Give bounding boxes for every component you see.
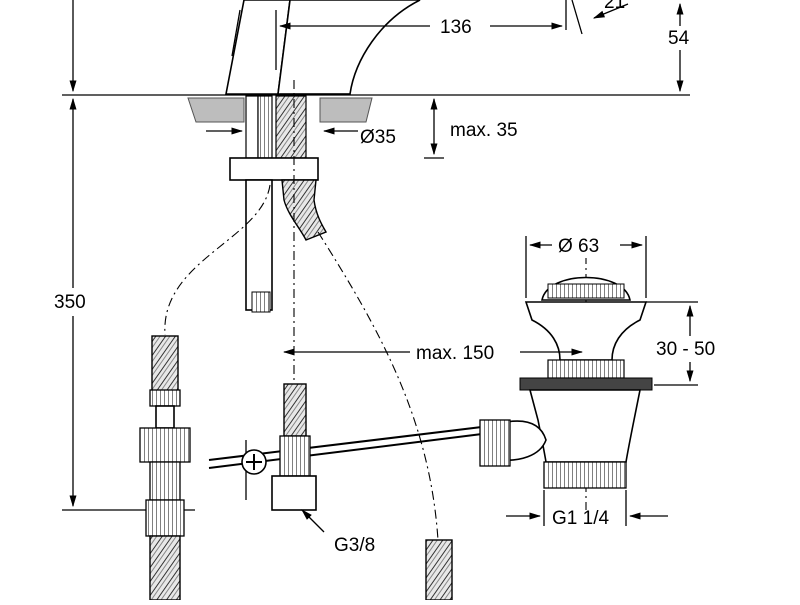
mounting-rod (245, 179, 273, 313)
spout-height-label: 54 (668, 28, 690, 49)
hose-thread-label: G3/8 (334, 535, 375, 556)
waste-drain (479, 276, 653, 489)
dim-drain-diameter: Ø 63 (525, 232, 647, 298)
dim-waste-thread: G1 1/4 (506, 490, 668, 529)
waste-thread-label: G1 1/4 (552, 508, 609, 529)
dim-deck-thickness: max. 35 (424, 97, 518, 159)
countertop-section (187, 95, 373, 181)
hole-diameter-label: Ø35 (360, 127, 396, 148)
supply-hose-lower (425, 539, 453, 601)
left-flex-hose (139, 335, 191, 601)
spout-reach-label: 136 (440, 17, 472, 38)
center-connector (208, 383, 491, 511)
faucet-body (225, 0, 421, 95)
spout-angle-label: 21 (604, 0, 625, 13)
supply-hose-upper (281, 179, 328, 241)
total-height-label: 350 (54, 292, 86, 313)
dim-spout-angle: 21 (571, 0, 629, 35)
hose-path-right (317, 231, 439, 541)
dim-hose-thread: G3/8 (301, 509, 375, 556)
dim-spout-height: 54 (666, 2, 700, 93)
waste-adjust-label: 30 - 50 (656, 339, 715, 360)
rod-length-label: max. 150 (416, 343, 494, 364)
dim-rod-length: max. 150 (282, 340, 584, 366)
dim-total-height: 350 (50, 0, 98, 508)
dim-waste-adjust: 30 - 50 (646, 301, 734, 386)
dim-hole-diameter: Ø35 (206, 127, 396, 148)
dim-spout-reach: 136 (275, 0, 567, 70)
deck-thickness-label: max. 35 (450, 120, 518, 141)
drain-diameter-label: Ø 63 (558, 236, 599, 257)
hose-path-left (164, 184, 271, 336)
